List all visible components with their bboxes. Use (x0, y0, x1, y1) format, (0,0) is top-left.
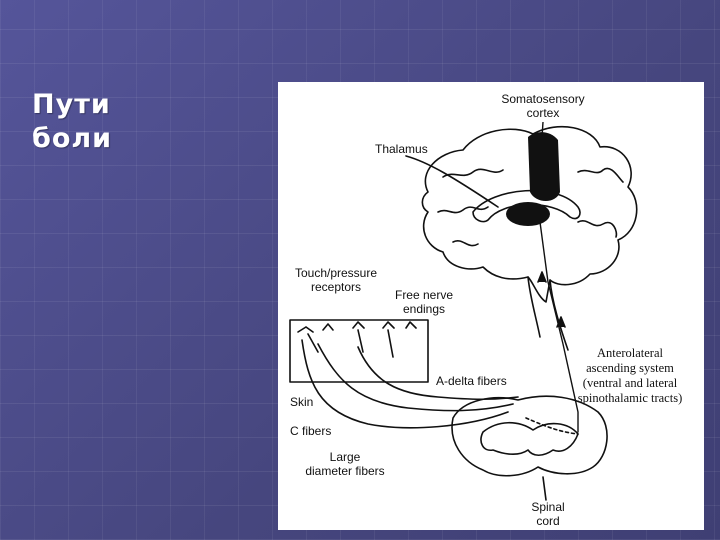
thalamus-leader (406, 156, 498, 207)
label-free-nerve-line-2: endings (388, 302, 460, 316)
label-a-delta-fibers: A-delta fibers (436, 374, 507, 388)
label-large-diameter-fibers: Large diameter fibers (290, 450, 400, 478)
somatosensory-cortex-region (528, 132, 560, 201)
cortex-leader (542, 122, 543, 137)
brain-gyri-5 (453, 241, 478, 246)
label-anterolateral-line-3: (ventral and lateral (564, 376, 696, 391)
label-large-line-1: Large (290, 450, 400, 464)
label-somatosensory-line-2: cortex (473, 106, 613, 120)
label-large-line-2: diameter fibers (290, 464, 400, 478)
label-skin: Skin (290, 395, 313, 409)
label-spinal-line-1: Spinal (518, 500, 578, 514)
brain-gyri-1 (443, 169, 503, 177)
label-somatosensory-cortex: Somatosensory cortex (473, 92, 613, 120)
label-touch-pressure: Touch/pressure receptors (282, 266, 390, 294)
receptor-branches (298, 322, 416, 357)
crossing-fiber (526, 418, 578, 434)
label-c-fibers: C fibers (290, 424, 331, 438)
label-touch-line-2: receptors (282, 280, 390, 294)
label-free-nerve-endings: Free nerve endings (388, 288, 460, 316)
slide-title: Пути боли (32, 88, 212, 156)
brain-gyri-3 (578, 168, 623, 182)
label-anterolateral-line-4: spinothalamic tracts) (564, 391, 696, 406)
label-anterolateral-line-1: Anterolateral (564, 346, 696, 361)
spinal-gray-matter (481, 423, 578, 456)
label-spinal-cord: Spinal cord (518, 500, 578, 528)
thalamus-body (506, 202, 550, 226)
brain-gyri-4 (578, 221, 616, 237)
label-spinal-line-2: cord (518, 514, 578, 528)
label-thalamus: Thalamus (375, 142, 428, 156)
spinal-cord-outline (452, 396, 607, 476)
label-free-nerve-line-1: Free nerve (388, 288, 460, 302)
label-anterolateral-system: Anterolateral ascending system (ventral … (564, 346, 696, 406)
ascending-arrow-1 (538, 272, 546, 282)
pain-pathway-figure: Somatosensory cortex Thalamus Touch/pres… (278, 82, 704, 530)
label-somatosensory-line-1: Somatosensory (473, 92, 613, 106)
label-touch-line-1: Touch/pressure (282, 266, 390, 280)
label-anterolateral-line-2: ascending system (564, 361, 696, 376)
spinal-cord-leader (543, 477, 546, 500)
brain-gyri-2 (438, 207, 488, 213)
slide-title-line-1: Пути (32, 88, 212, 122)
slide-title-line-2: боли (32, 122, 212, 156)
